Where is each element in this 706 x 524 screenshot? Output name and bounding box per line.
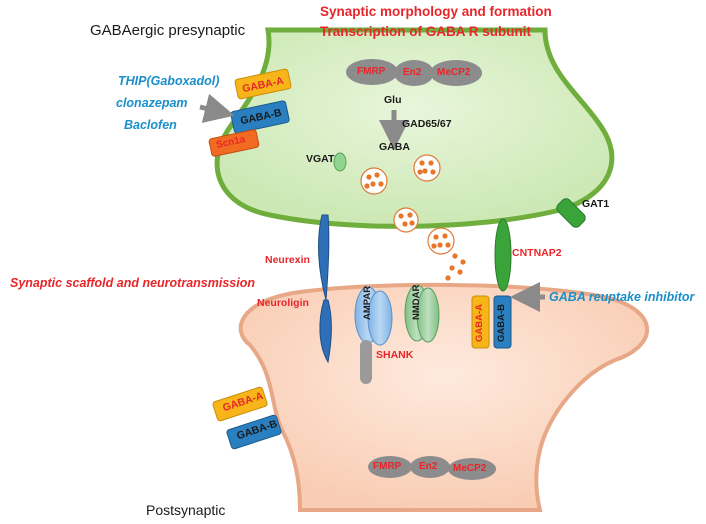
- vgat-transporter: [333, 152, 347, 172]
- shank-scaffold: [360, 340, 372, 384]
- ampar-label: AMPAR: [362, 285, 373, 320]
- scn1a-channel: [208, 129, 260, 157]
- shank-label: SHANK: [376, 349, 414, 361]
- vesicle: [413, 154, 441, 182]
- pre-en2-blob: [394, 60, 434, 86]
- cleft-gaba-b-receptor: [493, 295, 512, 349]
- post-mecp2-label: MeCP2: [453, 463, 487, 474]
- morphology-heading: Synaptic morphology and formation: [320, 4, 552, 19]
- baclofen-drug-label: Baclofen: [124, 118, 177, 132]
- post-fmrp-label: FMRP: [373, 461, 402, 472]
- cleft-gaba-a-label: GABA-A: [474, 304, 485, 342]
- neurexin: [318, 214, 330, 301]
- drug-arrow-left: [199, 93, 235, 123]
- thip-drug-label: THIP(Gaboxadol): [118, 74, 220, 88]
- vesicle: [360, 167, 388, 195]
- cleft-gaba-b-label: GABA-B: [496, 304, 507, 342]
- post-en2-label: En2: [419, 461, 438, 472]
- gat1-label: GAT1: [582, 198, 610, 210]
- neurexin-label: Neurexin: [265, 254, 310, 266]
- pre-mecp2-label: MeCP2: [437, 67, 471, 78]
- vgat-label: VGAT: [306, 153, 335, 165]
- neuroligin-label: Neuroligin: [257, 297, 309, 309]
- transcription-heading: Transcription of GABA R subunit: [320, 24, 531, 39]
- pre-fmrp-blob: [346, 59, 398, 85]
- clonazepam-drug-label: clonazepam: [116, 96, 188, 110]
- ampar-receptor: [354, 286, 393, 346]
- pre-gaba-a-receptor: [234, 68, 292, 100]
- gaba-molecules: [364, 160, 466, 281]
- neuroligin: [319, 299, 332, 364]
- postsynaptic-title: Postsynaptic: [146, 502, 226, 518]
- pre-mecp2-blob: [430, 60, 482, 86]
- glu-label: Glu: [384, 94, 402, 106]
- cntnap2: [494, 218, 512, 292]
- cleft-gaba-a-receptor: [471, 295, 490, 349]
- post-gaba-a-receptor: [212, 386, 268, 422]
- post-en2-blob: [410, 456, 450, 478]
- pre-fmrp-label: FMRP: [357, 66, 386, 77]
- gaba-label: GABA: [379, 141, 410, 153]
- vesicle: [393, 207, 419, 233]
- nmdar-receptor: [404, 284, 440, 343]
- cntnap2-label: CNTNAP2: [512, 247, 562, 259]
- post-mecp2-blob: [448, 458, 496, 480]
- post-fmrp-blob: [368, 456, 412, 478]
- presynaptic-title: GABAergic presynaptic: [90, 22, 246, 39]
- pre-en2-label: En2: [403, 67, 422, 78]
- nmdar-label: NMDAR: [411, 284, 422, 320]
- reuptake-drug-label: GABA reuptake inhibitor: [549, 290, 695, 304]
- scaffold-heading: Synaptic scaffold and neurotransmission: [10, 276, 255, 290]
- post-gaba-b-receptor: [226, 414, 282, 450]
- vesicle: [427, 227, 455, 255]
- gat1-transporter: [556, 198, 586, 228]
- postsynaptic-terminal: [238, 282, 650, 512]
- gad-label: GAD65/67: [402, 118, 452, 130]
